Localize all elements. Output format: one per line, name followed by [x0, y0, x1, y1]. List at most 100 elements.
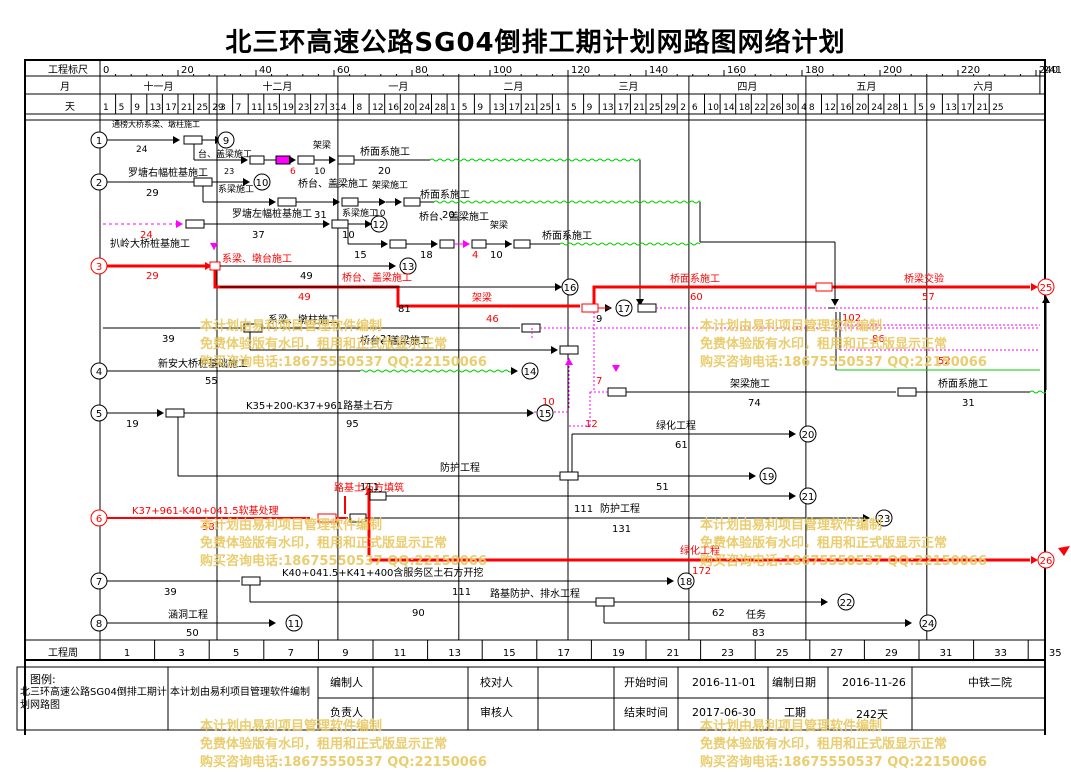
event-box: [607, 387, 627, 397]
activity-label: 23: [224, 167, 234, 176]
event-box: [277, 197, 297, 207]
activity-label: 58: [202, 522, 215, 533]
day-label: 4: [801, 103, 807, 113]
day-label: 21: [977, 103, 988, 113]
node-number: 1: [96, 136, 102, 147]
duration-label: 工期: [784, 706, 806, 719]
activity-label: 49: [298, 292, 311, 303]
month-label: 一月: [388, 81, 408, 93]
activity-label: 62: [712, 608, 725, 619]
activity-label: 81: [398, 304, 411, 315]
arrow-head: [789, 430, 796, 438]
day-label: 5: [571, 103, 577, 113]
activity-label: 7: [596, 376, 602, 387]
activity-label: 新安大桥桩基础施工: [158, 357, 248, 370]
arrow-head: [821, 598, 828, 606]
month-label: 五月: [856, 81, 876, 93]
week-label: 17: [557, 648, 570, 659]
day-label: 1: [903, 103, 909, 113]
week-label: 31: [940, 648, 953, 659]
arrow-head: [205, 262, 212, 270]
event-box: [471, 239, 487, 249]
arrow-head: [210, 243, 218, 250]
arrow-head: [749, 472, 756, 480]
month-label: 四月: [737, 81, 757, 93]
day-label: 21: [181, 103, 192, 113]
arrow-head: [505, 240, 512, 248]
arrow-head: [269, 619, 276, 627]
arrow-head: [511, 367, 518, 375]
day-label: 31: [329, 103, 340, 113]
arrow-head: [333, 198, 340, 206]
day-label: 7: [236, 103, 242, 113]
event-node: [799, 487, 817, 505]
arrow-head: [289, 156, 296, 164]
scale-tick-label: 120: [571, 65, 590, 76]
day-label: 22: [754, 103, 765, 113]
event-node: [799, 425, 817, 443]
day-label: 5: [119, 103, 125, 113]
week-label: 33: [994, 648, 1007, 659]
week-label: 23: [721, 648, 734, 659]
activity-label: 39: [162, 334, 175, 345]
day-label: 30: [786, 103, 798, 113]
day-label: 16: [840, 103, 852, 113]
activity-label: K37+961-K40+041.5软基处理: [132, 504, 279, 517]
activity-label: 桥台、盖梁施工: [342, 271, 412, 284]
month-label: 二月: [503, 81, 523, 93]
node-number: 12: [373, 220, 386, 231]
scale-tick-label: 200: [883, 65, 902, 76]
arrow-head: [555, 283, 562, 291]
activity-label: 86: [872, 334, 885, 345]
leader-label: 负责人: [330, 706, 363, 719]
event-box: [165, 408, 185, 418]
activity-label: 扒岭大桥桩基施工: [110, 237, 190, 250]
activity-label: 61: [675, 440, 688, 451]
day-label: 18: [739, 103, 751, 113]
arrow-head: [431, 240, 438, 248]
arrow-head: [789, 492, 796, 500]
activity-label: 10: [490, 250, 503, 261]
activity-label: 桥面系施工: [542, 229, 592, 242]
watermark: 本计划由易利项目管理软件编制免费体验版有水印，租用和正式版显示正常购买咨询电话:…: [700, 319, 987, 370]
arrow-head: [395, 198, 402, 206]
free-float-line: [559, 242, 701, 246]
activity-label: 37: [252, 230, 265, 241]
activity-label: 4: [472, 250, 478, 261]
compile-date-label: 编制日期: [772, 676, 816, 689]
day-label: 9: [477, 103, 483, 113]
arrow-head: [636, 299, 644, 306]
event-box: [331, 219, 349, 229]
activity-label: 74: [748, 398, 761, 409]
day-label: 17: [961, 103, 972, 113]
event-box: [595, 597, 615, 607]
week-label: 27: [830, 648, 843, 659]
day-label: 23: [298, 103, 309, 113]
event-box: [521, 323, 541, 333]
event-box: [513, 239, 531, 249]
week-label: 25: [776, 648, 789, 659]
day-label: 5: [462, 103, 468, 113]
activity-label: 10: [342, 230, 355, 241]
arrow-head: [831, 299, 839, 306]
arrow-head: [667, 577, 674, 585]
activity-label: 31: [962, 398, 975, 409]
activity-label: 防护工程: [600, 502, 640, 515]
day-label: 1: [555, 103, 561, 113]
activity-label: 罗塘右幅桩基施工: [128, 166, 208, 179]
free-float-line: [433, 200, 701, 204]
activity-label: 95: [346, 419, 359, 430]
arrow-head: [379, 198, 386, 206]
activity-label: 系梁、墩柱施工: [268, 313, 338, 326]
activity-label: 通榜大桥系梁、墩柱施工: [112, 119, 200, 129]
end-label: 结束时间: [624, 706, 668, 719]
activity-label: 111: [574, 504, 593, 515]
activity-label: 29: [146, 188, 159, 199]
event-box: [241, 576, 261, 586]
scale-tick-label: 160: [727, 65, 746, 76]
week-label: 7: [288, 648, 294, 659]
event-box: [193, 177, 213, 187]
day-label: 9: [930, 103, 936, 113]
scale-tick-label: 20: [181, 65, 194, 76]
event-box: [185, 219, 205, 229]
